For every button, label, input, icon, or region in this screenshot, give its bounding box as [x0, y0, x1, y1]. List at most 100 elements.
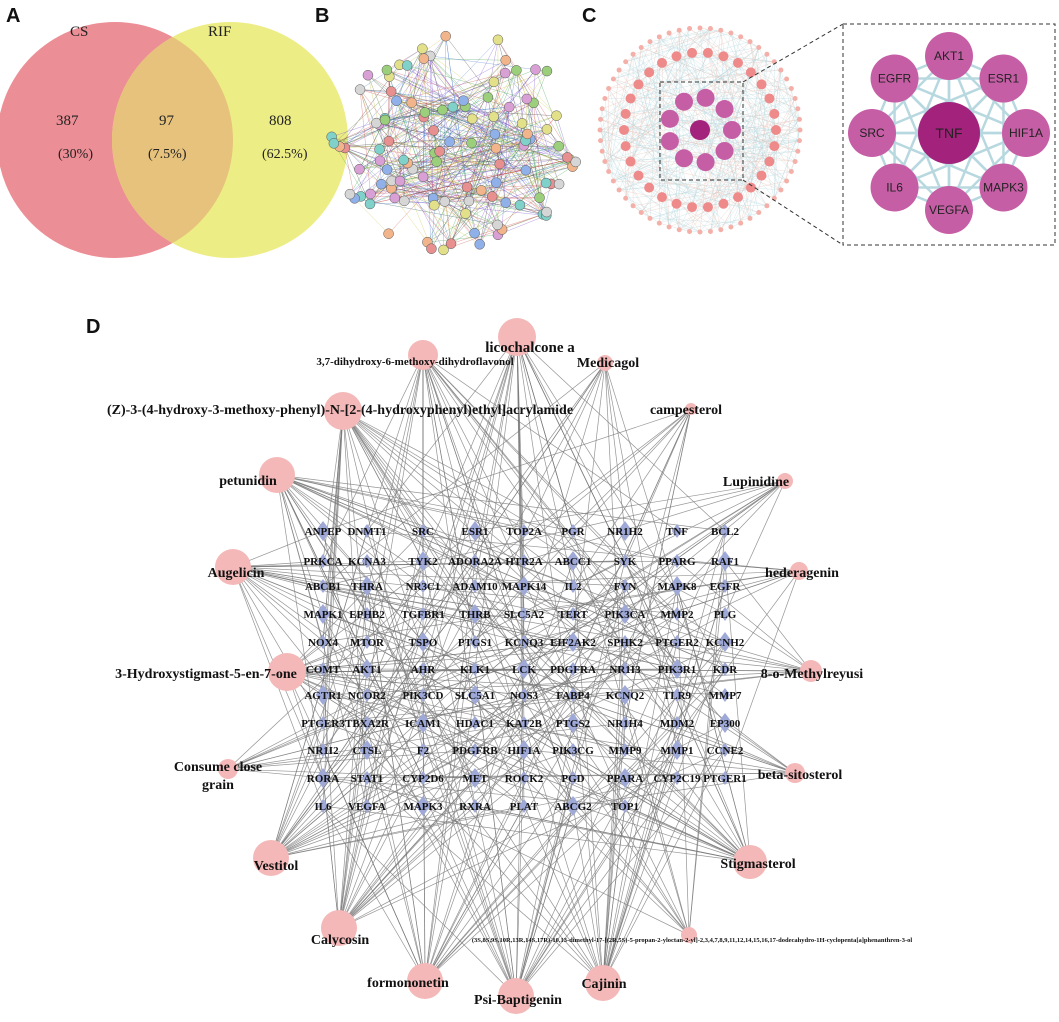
compound-gene-edge — [322, 749, 426, 982]
ppi-node — [620, 108, 631, 119]
gene-node — [617, 521, 633, 541]
ppi-edge — [388, 142, 472, 234]
ppi-node — [516, 118, 528, 129]
ppi-node — [440, 30, 451, 42]
gene-node — [565, 632, 581, 652]
compound-gene-edge — [227, 722, 525, 770]
ppi-edge — [749, 41, 770, 162]
gene-label: PIK3CD — [403, 690, 444, 702]
ppi-node — [764, 51, 770, 57]
ppi-network-cytoscape — [597, 25, 803, 235]
gene-node — [565, 713, 581, 733]
ppi-edge — [641, 62, 739, 213]
gene-node — [669, 659, 685, 679]
ppi-node — [657, 192, 667, 203]
ppi-edge — [386, 48, 423, 71]
compound-gene-edge — [366, 354, 424, 643]
hub-node — [1002, 109, 1050, 157]
compound-gene-edge — [602, 585, 678, 984]
ppi-node — [530, 64, 541, 75]
compound-gene-edge — [572, 408, 692, 670]
ppi-edge — [432, 141, 450, 199]
ppi-node — [630, 203, 636, 209]
compound-gene-edge — [422, 354, 525, 751]
ppi-node — [718, 198, 729, 209]
compound-gene-edge — [342, 410, 368, 807]
ppi-node — [444, 136, 455, 147]
compound-gene-edge — [270, 668, 424, 859]
ppi-edge — [630, 98, 733, 131]
compound-node — [800, 660, 822, 682]
compound-gene-edge — [422, 354, 574, 779]
compound-gene-edge — [688, 530, 726, 936]
ppi-node — [383, 135, 395, 147]
ppi-edge — [625, 47, 642, 199]
gene-label: PLG — [714, 609, 737, 621]
compound-gene-edge — [276, 474, 368, 670]
gene-label: CTSL — [353, 745, 382, 757]
gene-label: FABP4 — [556, 690, 590, 702]
compound-gene-edge — [338, 668, 476, 929]
gene-label: DNMT1 — [347, 526, 386, 538]
gene-node — [719, 607, 731, 621]
compound-gene-edge — [474, 408, 692, 643]
ppi-edge — [750, 54, 768, 188]
compound-label: Medicagol — [577, 356, 639, 371]
ppi-edge — [516, 70, 526, 141]
gene-node — [619, 716, 631, 730]
ppi-edge — [391, 133, 528, 189]
ppi-node — [623, 195, 629, 201]
ppi-edge — [354, 149, 380, 199]
compound-gene-edge — [724, 722, 796, 774]
compound-gene-edge — [572, 641, 751, 863]
ppi-node — [702, 202, 713, 213]
gene-label: TOP2A — [506, 526, 542, 538]
ppi-node — [374, 155, 386, 167]
compound-gene-edge — [342, 410, 476, 615]
venn-left-label: CS — [70, 24, 88, 40]
gene-node — [359, 659, 375, 679]
compound-gene-edge — [422, 570, 800, 751]
compound-gene-edge — [276, 474, 324, 779]
ppi-edge — [623, 129, 721, 230]
gene-node — [361, 524, 373, 538]
ppi-node — [482, 92, 494, 103]
compound-gene-edge — [270, 668, 476, 859]
hub-node-label: AKT1 — [934, 49, 964, 63]
ppi-node — [745, 67, 756, 78]
ppi-node — [633, 170, 644, 181]
ppi-node — [756, 44, 762, 50]
ppi-edge — [750, 72, 796, 99]
compound-gene-edge — [232, 566, 368, 643]
ppi-edge — [705, 161, 770, 163]
compound-gene-edge — [366, 585, 517, 997]
ppi-edge — [391, 91, 473, 120]
ppi-node — [769, 141, 780, 152]
compound-gene-edge — [227, 585, 678, 770]
compound-label: (Z)-3-(4-hydroxy-3-methoxy-phenyl)-N-[2-… — [107, 403, 573, 418]
ppi-edge — [604, 161, 650, 188]
gene-label: COMT — [306, 664, 341, 676]
ppi-node — [738, 34, 744, 40]
compound-node — [253, 840, 289, 876]
ppi-edge — [613, 146, 626, 182]
compound-gene-edge — [676, 585, 751, 863]
ppi-node — [439, 196, 450, 207]
ppi-node — [570, 156, 581, 168]
ppi-node — [756, 79, 767, 90]
gene-node — [565, 796, 581, 816]
compound-gene-edge — [515, 694, 678, 997]
ppi-node — [771, 125, 781, 135]
ppi-node — [534, 192, 545, 203]
venn-left-pct: (30%) — [58, 147, 93, 162]
compound-gene-edge — [232, 566, 525, 779]
gene-label: F2 — [417, 745, 430, 757]
gene-node — [619, 635, 631, 649]
compound-gene-edge — [624, 585, 751, 863]
ppi-edge — [432, 70, 517, 199]
compound-gene-edge — [227, 530, 678, 770]
gene-label: MAPK14 — [502, 581, 547, 593]
ppi-edge — [424, 112, 500, 165]
gene-node — [671, 524, 683, 538]
